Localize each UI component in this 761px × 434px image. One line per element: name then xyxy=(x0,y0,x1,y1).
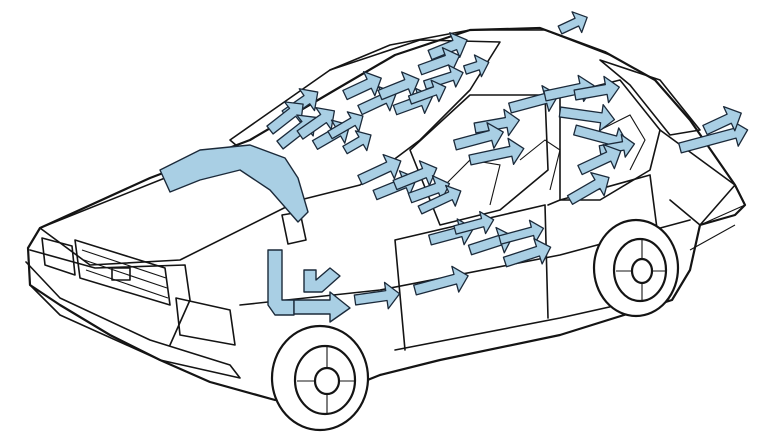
car-outline-icon xyxy=(26,28,745,400)
rear-wheel xyxy=(594,220,678,316)
car-body xyxy=(28,28,745,400)
front-wheel xyxy=(272,326,368,430)
